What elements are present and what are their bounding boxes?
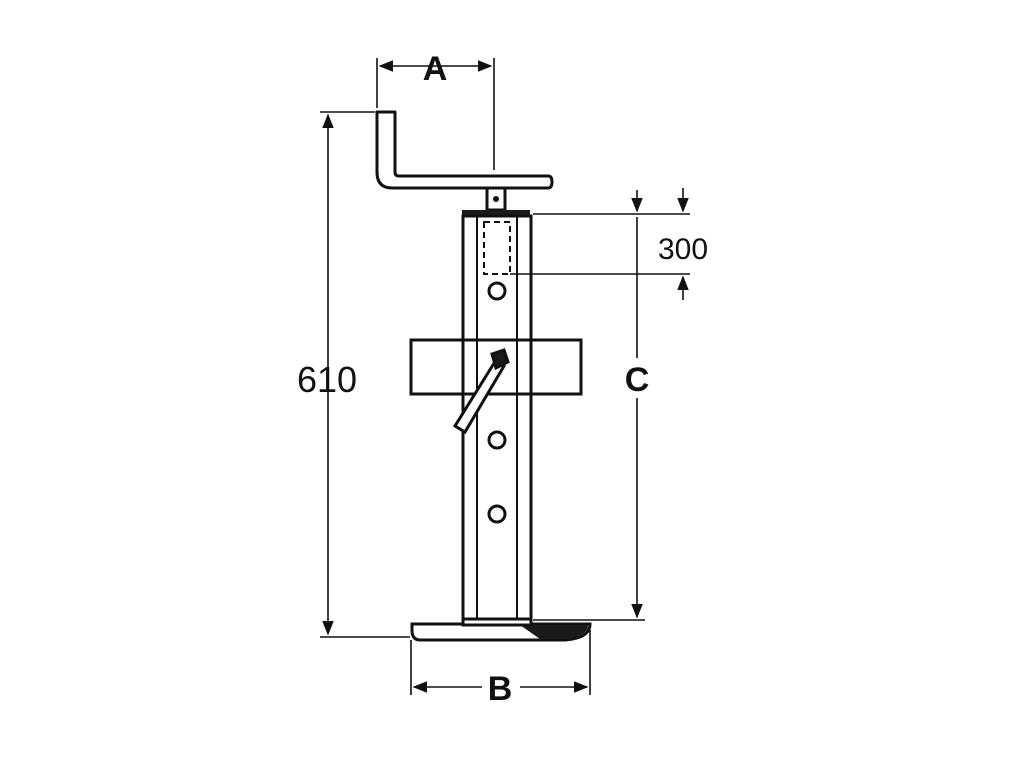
dimension-a [376,58,495,170]
dimension-610 [320,111,410,638]
dimension-300 [510,188,690,300]
label-a: A [423,50,448,88]
top-saddle [375,110,554,190]
hole-3 [487,504,507,524]
label-c: C [625,361,650,399]
foot-plate [410,617,592,642]
label-c-bg [620,358,656,398]
label-b-bg [482,670,520,706]
top-collar [462,210,530,216]
saddle-connector [485,186,507,212]
hole-2 [487,430,507,450]
locking-pin [452,348,510,435]
label-b: B [488,670,513,708]
label-300: 300 [658,233,708,266]
dimension-c [533,190,690,621]
label-610: 610 [297,359,357,400]
inner-tube-hidden [483,221,511,275]
adjustment-holes [487,281,507,524]
hole-1 [487,281,507,301]
